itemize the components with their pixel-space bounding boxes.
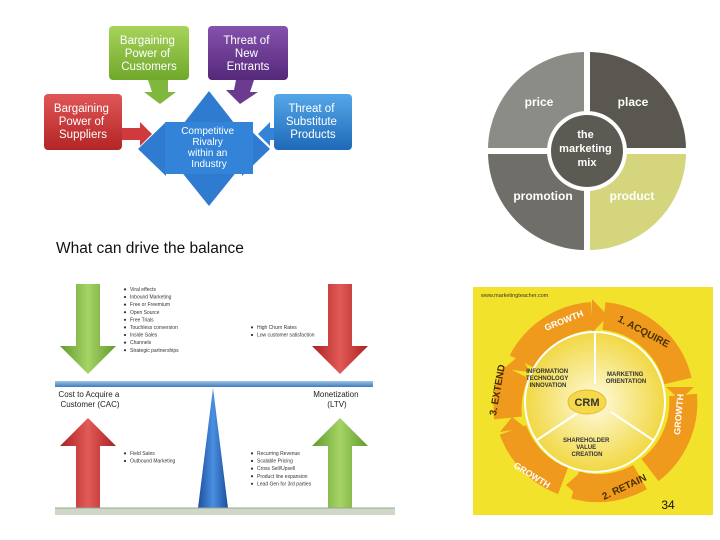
bullet-item: Recurring Revenue <box>257 451 300 457</box>
crm-arrowheads <box>500 299 694 500</box>
bullet-item: Low customer satisfaction <box>257 333 315 339</box>
crm-divider-right <box>610 411 654 441</box>
bullet-dot <box>123 326 127 329</box>
balance-title: What can drive the balance <box>56 240 244 257</box>
balance-diagram: What can drive the balance Cost to Acqui… <box>55 240 395 515</box>
marketing-mix: price place promotion product the market… <box>488 52 686 250</box>
balance-fulcrum <box>198 388 228 508</box>
top-left-green-down-arrow <box>60 284 116 374</box>
bullet-dot <box>123 459 127 463</box>
bullet-dot <box>123 288 127 291</box>
bullet-dot <box>123 341 127 344</box>
bullet-dot <box>250 475 254 478</box>
bullet-item: Scalable Pricing <box>257 459 293 465</box>
mix-center-label: the marketing mix <box>559 129 615 169</box>
balance-beam <box>55 381 373 387</box>
bullet-dot <box>123 311 127 314</box>
bullet-item: Free Trials <box>130 317 154 323</box>
bullet-item: Free or Freemium <box>130 302 170 308</box>
crm-site-label: www.marketingteacher.com <box>480 293 549 299</box>
crm-arrowhead-2 <box>666 387 694 400</box>
customers-label: Bargaining Power of Customers <box>120 35 178 73</box>
customers-connector <box>144 80 176 104</box>
entrants-label: Threat of New Entrants <box>223 35 272 73</box>
crm-arrowhead-3 <box>566 470 583 500</box>
bullet-item: Product line expansion <box>257 474 308 480</box>
suppliers-connector <box>118 122 152 146</box>
bottom-left-red-up-arrow <box>60 418 116 508</box>
bullet-dot <box>250 459 254 463</box>
bullet-dot <box>250 467 254 470</box>
crm-svc-label: SHAREHOLDER VALUE CREATION <box>563 438 611 458</box>
bullet-dot <box>123 295 127 299</box>
balance-ground <box>55 508 395 515</box>
crm-cycle: www.marketingteacher.com CRM INFORMATION… <box>473 287 713 515</box>
mix-promotion-label: promotion <box>513 189 572 203</box>
rivalry-label: Competitive Rivalry within an Industry <box>181 126 237 170</box>
bullet-item: Strategic partnerships <box>130 348 179 354</box>
bullet-dot <box>250 333 254 337</box>
bullet-item: Open Source <box>130 310 160 316</box>
crm-ring <box>493 302 698 503</box>
bullet-dot <box>250 326 254 329</box>
crm-center-badge <box>567 389 607 415</box>
bullet-item: Lead Gen for 3rd parties <box>257 481 312 487</box>
bullet-dot <box>123 333 127 337</box>
porter-five-forces: Competitive Rivalry within an Industry B… <box>44 26 352 206</box>
bullet-item: Viral effects <box>130 287 156 293</box>
bullet-item: Outbound Marketing <box>130 459 176 465</box>
bullet-item: Inside Sales <box>130 333 158 339</box>
bullet-dot <box>123 303 127 306</box>
bullet-dot <box>250 482 254 485</box>
bullet-item: Cross Sell/Upsell <box>257 466 295 472</box>
entrants-box <box>208 26 288 80</box>
suppliers-label: Bargaining Power of Suppliers <box>54 103 112 141</box>
bullet-item: Inbound Marketing <box>130 295 172 301</box>
bullet-dot <box>123 318 127 321</box>
mix-center-circle <box>551 115 623 187</box>
substitutes-box <box>274 94 352 150</box>
crm-segment-growth-right <box>641 393 698 482</box>
customers-box <box>109 26 189 80</box>
crm-arrowhead-1 <box>592 299 608 333</box>
bullet-item: High Churn Rates <box>257 325 297 331</box>
mix-place-label: place <box>618 95 649 109</box>
crm-it-label: INFORMATION TECHNOLOGY INNOVATION <box>526 369 570 389</box>
crm-segment-extend <box>493 365 529 420</box>
bullet-dot <box>123 349 127 352</box>
ltv-label: Monetization (LTV) <box>313 390 361 409</box>
mix-price-label: price <box>525 95 554 109</box>
crm-divider-left <box>536 411 580 441</box>
crm-center-label: CRM <box>574 397 599 409</box>
bullet-dot <box>123 452 127 455</box>
crm-segment-growth-top <box>509 302 594 369</box>
page-number: 34 <box>661 498 675 512</box>
bottom-right-green-up-arrow <box>312 418 368 508</box>
bullet-item: Channels <box>130 340 152 346</box>
substitutes-label: Threat of Substitute Products <box>286 103 340 141</box>
bullet-dot <box>250 452 254 455</box>
bullet-item: Field Sales <box>130 451 155 457</box>
rivalry-box <box>165 122 253 174</box>
crm-mo-label: MARKETING ORIENTATION <box>606 372 646 385</box>
bullet-item: Touchless conversion <box>130 325 178 331</box>
arrow-left-shape <box>138 122 182 176</box>
suppliers-box <box>44 94 122 150</box>
cac-label: Cost to Acquire a Customer (CAC) <box>58 390 121 409</box>
crm-arrowhead-4 <box>500 417 526 432</box>
entrants-connector <box>226 80 258 104</box>
crm-growth-right-label: GROWTH <box>672 393 686 435</box>
mix-product-label: product <box>610 189 655 203</box>
crm-segment-acquire <box>602 302 692 385</box>
top-right-red-down-arrow <box>312 284 368 374</box>
crm-arrowhead-5 <box>503 355 530 372</box>
crm-segment-growth-bottom <box>499 424 569 495</box>
